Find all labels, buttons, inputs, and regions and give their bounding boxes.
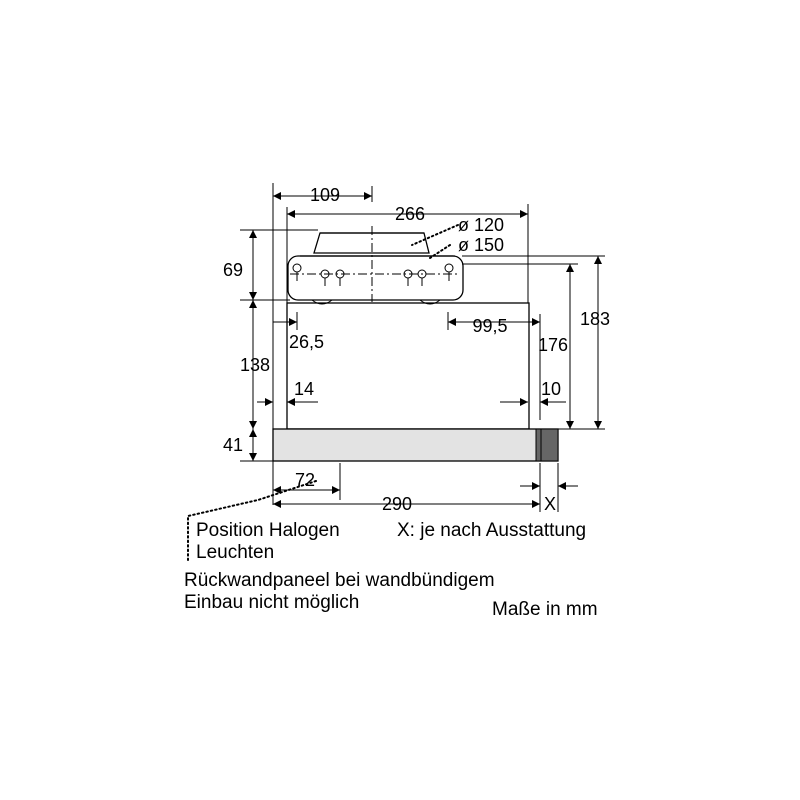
dim-138: 138 [240, 355, 270, 375]
leader-lines [187, 224, 459, 561]
dim-99-5: 99,5 [472, 316, 507, 336]
note-panel-line2: Einbau nicht möglich [184, 592, 359, 613]
dim-10: 10 [541, 379, 561, 399]
note-units: Maße in mm [492, 599, 598, 620]
note-halogen-line1: Position Halogen [196, 520, 340, 541]
dim-26-5: 26,5 [289, 332, 324, 352]
dim-dia-120: ø 120 [458, 215, 504, 235]
dim-41: 41 [223, 435, 243, 455]
note-panel-line1: Rückwandpaneel bei wandbündigem [184, 570, 495, 591]
dim-266: 266 [395, 204, 425, 224]
leader-d150 [429, 244, 451, 259]
front-panel [272, 428, 559, 462]
note-halogen-line2: Leuchten [196, 542, 274, 563]
dim-176: 176 [538, 335, 568, 355]
leader-d120 [411, 224, 459, 246]
dim-dia-150: ø 150 [458, 235, 504, 255]
dim-290: 290 [382, 494, 412, 514]
dim-109: 109 [310, 185, 340, 205]
dim-183: 183 [580, 309, 610, 329]
centre-lines [290, 226, 458, 302]
note-x-equipment: X: je nach Ausstattung [397, 520, 586, 541]
dim-14: 14 [294, 379, 314, 399]
appliance-outline [272, 232, 559, 462]
visor-handle [535, 428, 559, 462]
mounting-bracket [287, 255, 464, 301]
dimension-lines [249, 186, 602, 508]
dim-x: X [544, 494, 556, 514]
leader-halogen [187, 480, 317, 561]
dim-69: 69 [223, 260, 243, 280]
keyhole-slots [292, 263, 454, 286]
dim-72: 72 [295, 470, 315, 490]
